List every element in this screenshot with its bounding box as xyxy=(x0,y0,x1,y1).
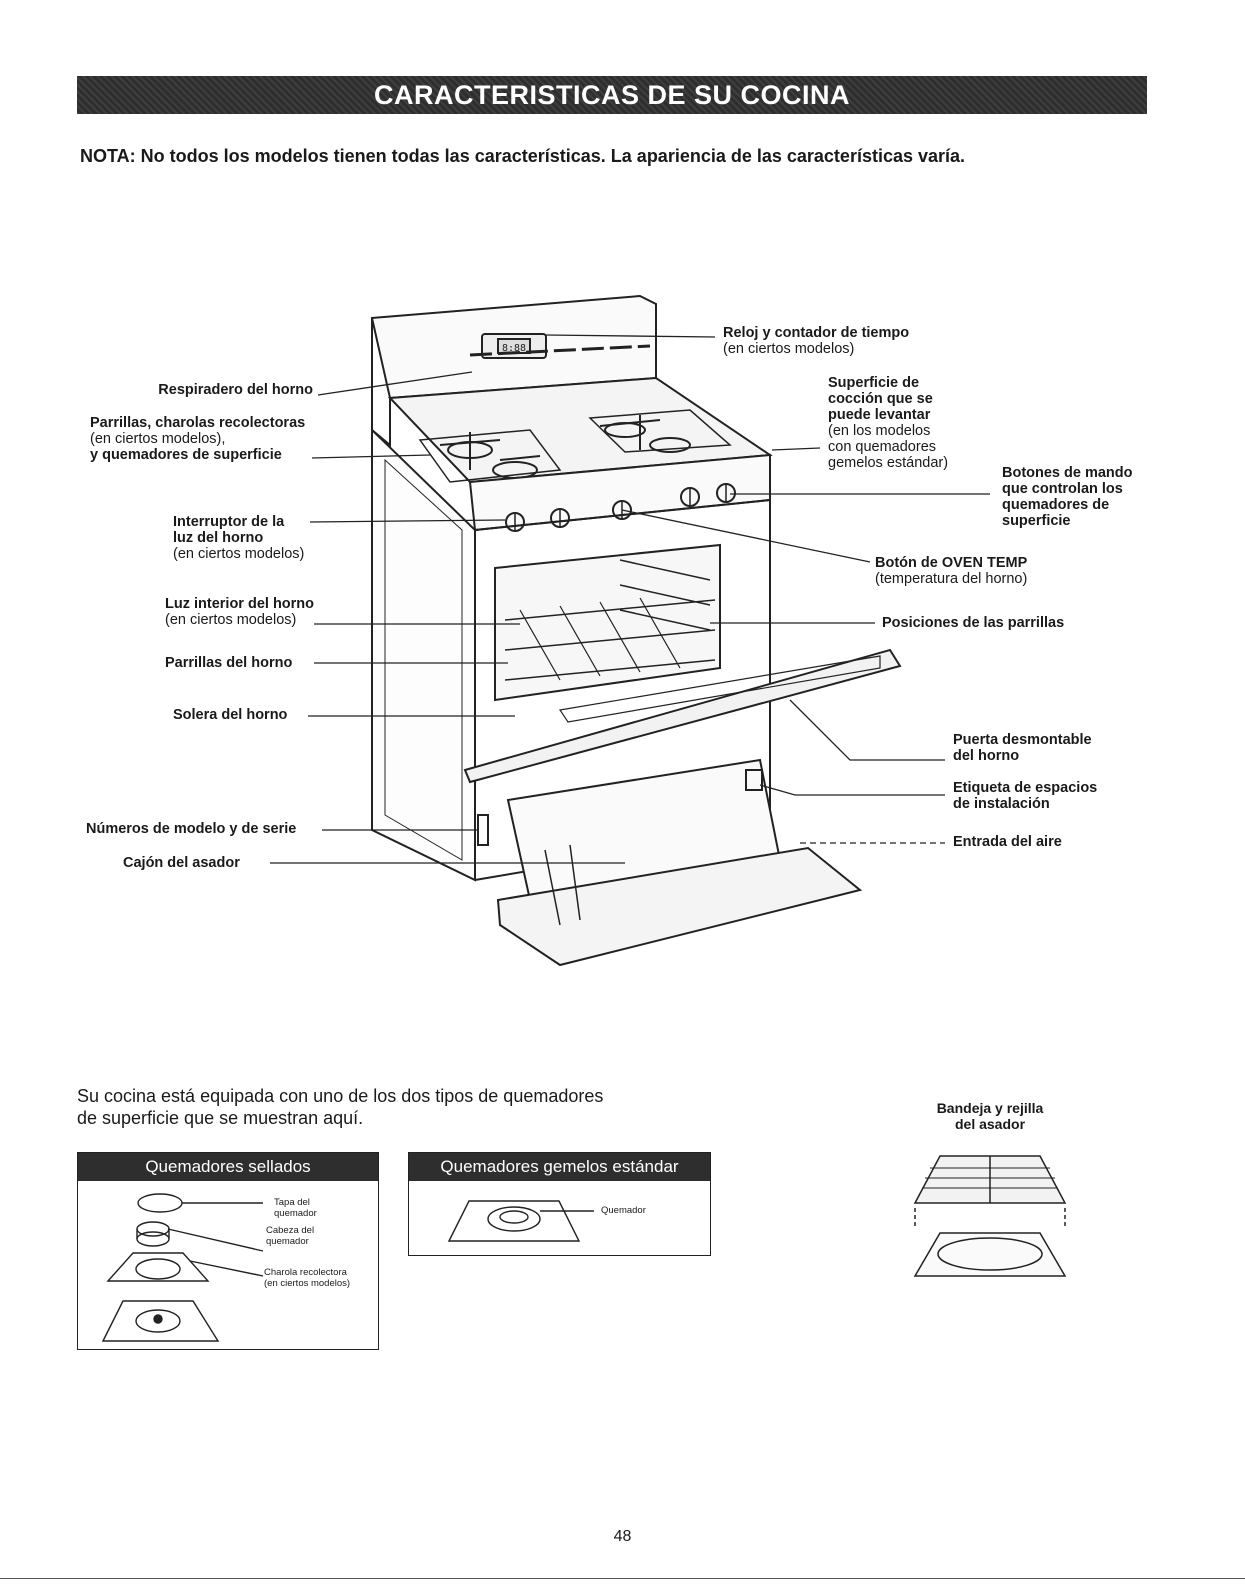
label-numeros: Números de modelo y de serie xyxy=(86,821,297,837)
label-puerta: Puerta desmontable del horno xyxy=(953,732,1092,764)
label-cajon: Cajón del asador xyxy=(123,855,240,871)
section-banner: CARACTERISTICAS DE SU COCINA xyxy=(77,76,1147,114)
label-botones: Botones de mando que controlan los quema… xyxy=(1002,465,1133,529)
label-entrada: Entrada del aire xyxy=(953,834,1062,850)
sealed-burners-title: Quemadores sellados xyxy=(78,1153,378,1181)
label-reloj: Reloj y contador de tiempo (en ciertos m… xyxy=(723,325,910,357)
note-text: NOTA: No todos los modelos tienen todas … xyxy=(80,146,966,166)
label-parrillas-horno: Parrillas del horno xyxy=(165,655,293,671)
sealed-burner-illustration xyxy=(101,1193,264,1342)
label-broiler: Bandeja y rejilla del asador xyxy=(936,1100,1044,1132)
page-number: 48 xyxy=(613,1528,632,1545)
twin-burners-title: Quemadores gemelos estándar xyxy=(409,1153,710,1181)
label-charola: Charola recolectora(en ciertos modelos) xyxy=(264,1267,351,1289)
label-etiqueta: Etiqueta de espacios de instalación xyxy=(953,780,1098,812)
label-parrillas-charolas: Parrillas, charolas recolectoras (en cie… xyxy=(90,415,306,463)
clock-display: 8:88 xyxy=(502,343,526,354)
intro-text: Su cocina está equipada con uno de los d… xyxy=(77,1086,604,1128)
label-oven-temp: Botón de OVEN TEMP (temperatura del horn… xyxy=(875,555,1028,587)
label-quemador: Quemador xyxy=(601,1205,646,1216)
label-luz-interior: Luz interior del horno (en ciertos model… xyxy=(165,596,315,628)
banner-title: CARACTERISTICAS DE SU COCINA xyxy=(373,79,851,110)
range-illustration: 8:88 xyxy=(270,294,990,967)
broiler-pan-illustration xyxy=(913,1155,1067,1277)
label-posiciones: Posiciones de las parrillas xyxy=(882,615,1065,631)
label-respiradero: Respiradero del horno xyxy=(158,382,313,398)
label-superficie: Superficie de cocción que se puede levan… xyxy=(828,375,949,471)
label-solera: Solera del horno xyxy=(173,707,288,723)
twin-burner-illustration xyxy=(447,1200,594,1242)
bottom-rule xyxy=(0,1578,1245,1579)
label-interruptor: Interruptor de la luz del horno (en cier… xyxy=(173,514,305,562)
twin-burners-panel: Quemadores gemelos estándar Quemador xyxy=(408,1152,711,1256)
